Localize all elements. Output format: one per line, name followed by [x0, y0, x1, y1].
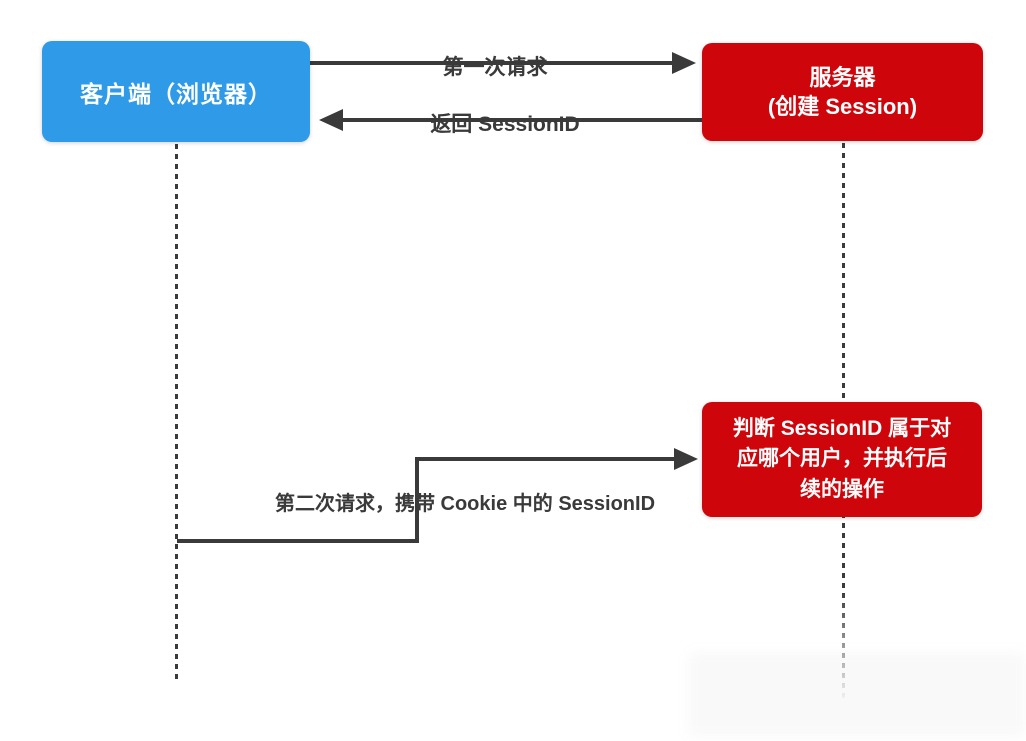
- client-lifeline: [175, 144, 178, 683]
- return-sessionid-label: 返回 SessionID: [430, 113, 580, 136]
- return-sessionid-line: [342, 118, 702, 122]
- second-request-line-top: [417, 457, 675, 461]
- process-box-label-line2: 应哪个用户，并执行后: [737, 447, 947, 471]
- second-request-line-vertical: [415, 457, 419, 543]
- second-request-label: 第二次请求，携带 Cookie 中的 SessionID: [274, 493, 656, 515]
- server-box-label-line2: (创建 Session): [767, 94, 918, 119]
- second-request-line-bottom: [177, 539, 417, 543]
- process-box-label-line1: 判断 SessionID 属于对: [732, 416, 952, 440]
- server-box: 服务器 (创建 Session): [702, 43, 983, 141]
- server-box-label-line1: 服务器: [809, 64, 876, 90]
- return-sessionid-arrowhead-icon: [319, 109, 343, 131]
- client-box-label: 客户端（浏览器）: [80, 80, 272, 107]
- first-request-arrowhead-icon: [672, 52, 696, 74]
- watermark-smudge: [688, 652, 1026, 737]
- second-request-arrowhead-icon: [674, 448, 698, 470]
- process-box-label-line3: 续的操作: [800, 477, 884, 501]
- client-box: 客户端（浏览器）: [42, 41, 310, 142]
- first-request-label: 第一次请求: [442, 56, 548, 79]
- first-request-line: [310, 61, 673, 65]
- process-box: 判断 SessionID 属于对 应哪个用户，并执行后 续的操作: [702, 402, 982, 517]
